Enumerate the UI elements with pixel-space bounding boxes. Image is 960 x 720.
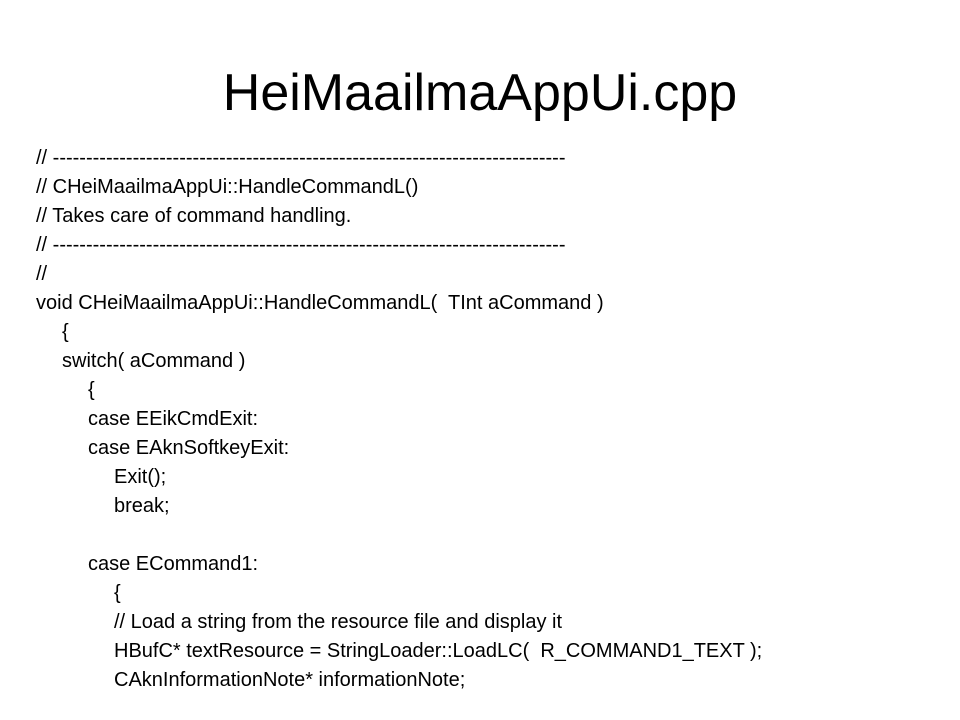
code-line: switch( aCommand ) <box>62 350 246 372</box>
code-line: // CHeiMaailmaAppUi::HandleCommandL() <box>36 176 419 198</box>
code-line: case ECommand1: <box>88 553 259 575</box>
code-line-blank <box>36 521 936 550</box>
code-line: // Takes care of command handling. <box>36 205 352 227</box>
code-line: { <box>88 379 95 401</box>
code-line: { <box>62 321 69 343</box>
code-line: Exit(); <box>114 466 167 488</box>
code-line: CAknInformationNote* informationNote; <box>114 669 466 691</box>
code-line: HBufC* textResource = StringLoader::Load… <box>114 640 763 662</box>
code-line: { <box>114 582 121 604</box>
code-line: // <box>36 263 48 285</box>
code-listing: // -------------------------------------… <box>36 144 936 695</box>
code-line: case EEikCmdExit: <box>88 408 259 430</box>
slide-title: HeiMaailmaAppUi.cpp <box>222 64 738 122</box>
code-line: case EAknSoftkeyExit: <box>88 437 290 459</box>
code-line: // -------------------------------------… <box>36 234 566 256</box>
code-line: break; <box>114 495 170 517</box>
code-line: void CHeiMaailmaAppUi::HandleCommandL( T… <box>36 292 604 314</box>
code-line: // Load a string from the resource file … <box>114 611 563 633</box>
code-line: // -------------------------------------… <box>36 147 566 169</box>
